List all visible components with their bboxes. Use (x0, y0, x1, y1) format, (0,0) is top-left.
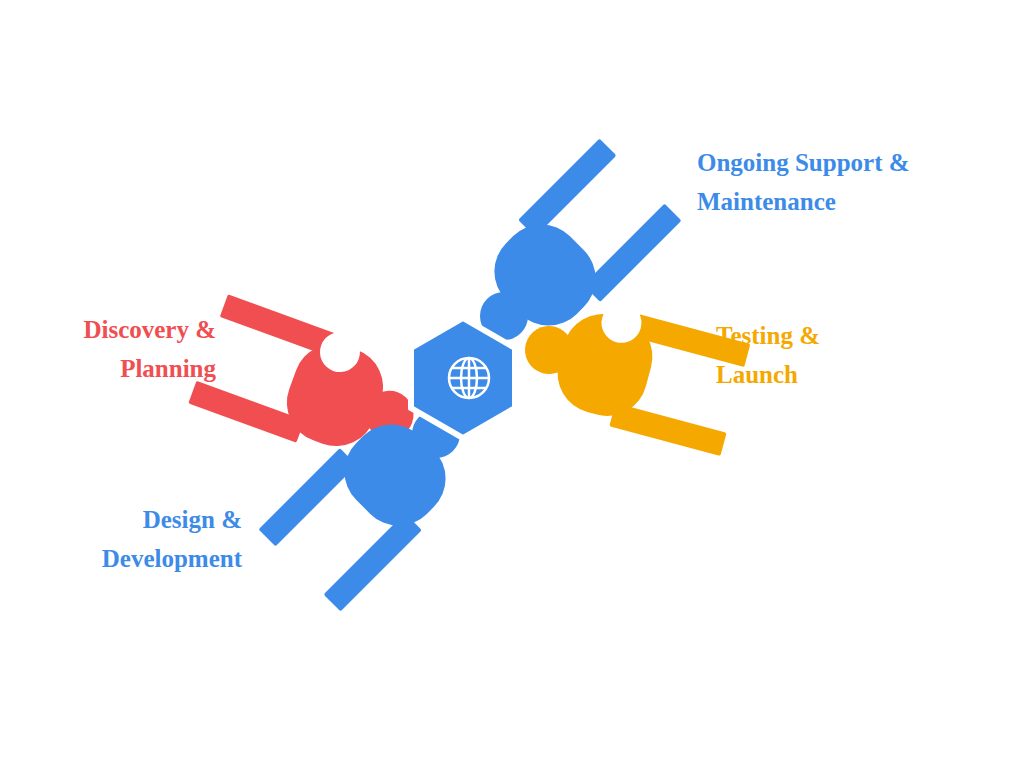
stage-label: Testing & Launch (716, 316, 856, 394)
globe-icon (449, 358, 489, 398)
stage-label: Discovery & Planning (36, 310, 216, 388)
stage-label: Design & Development (62, 500, 242, 578)
center-hexagon (411, 318, 515, 438)
stage-label: Ongoing Support & Maintenance (697, 143, 977, 221)
